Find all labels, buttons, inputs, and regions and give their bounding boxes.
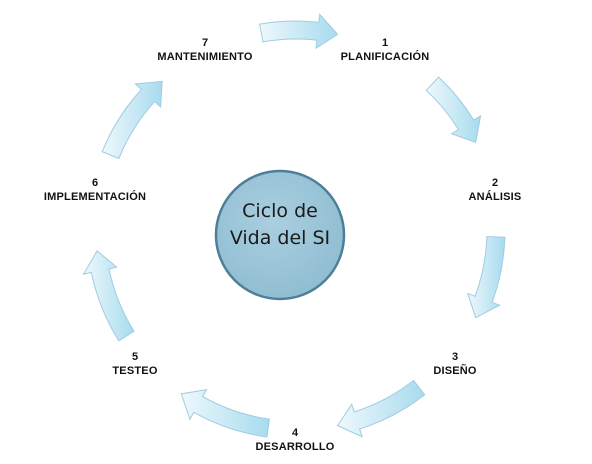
center-title-line2: Vida del SI: [229, 227, 331, 249]
stage-label: TESTEO: [112, 365, 158, 377]
stage-number: 1: [381, 37, 389, 49]
stage-analisis: 2 ANÁLISIS: [450, 176, 540, 204]
stage-label: IMPLEMENTACIÓN: [43, 191, 147, 203]
center-title-line1: Ciclo de: [242, 200, 318, 222]
stage-planificacion: 1 PLANIFICACIÓN: [330, 36, 440, 64]
center-circle: [214, 169, 346, 301]
arrow-2-to-3-icon: [466, 236, 506, 319]
stage-label: MANTENIMIENTO: [157, 51, 253, 63]
stage-label: ANÁLISIS: [468, 191, 522, 203]
stage-implementacion: 6 IMPLEMENTACIÓN: [30, 176, 160, 204]
stage-label: PLANIFICACIÓN: [340, 51, 430, 63]
stage-number: 4: [291, 427, 299, 439]
stage-number: 5: [131, 351, 139, 363]
center-title: Ciclo de Vida del SI: [214, 198, 346, 252]
stage-number: 2: [491, 177, 499, 189]
stage-testeo: 5 TESTEO: [100, 350, 170, 378]
stage-desarrollo: 4 DESARROLLO: [250, 426, 340, 454]
stage-number: 6: [91, 177, 99, 189]
stage-mantenimiento: 7 MANTENIMIENTO: [145, 36, 265, 64]
arrow-1-to-2-icon: [425, 76, 482, 143]
stage-diseno: 3 DISEÑO: [420, 350, 490, 378]
arrow-5-to-6-icon: [82, 250, 135, 342]
stage-label: DESARROLLO: [255, 441, 335, 453]
stage-number: 7: [201, 37, 209, 49]
stage-number: 3: [451, 351, 459, 363]
arrow-7-to-1-icon: [259, 13, 339, 50]
arrow-4-to-5-icon: [180, 388, 270, 438]
arrow-3-to-4-icon: [336, 379, 426, 438]
arrow-6-to-7-icon: [101, 80, 163, 160]
stage-label: DISEÑO: [433, 365, 477, 377]
